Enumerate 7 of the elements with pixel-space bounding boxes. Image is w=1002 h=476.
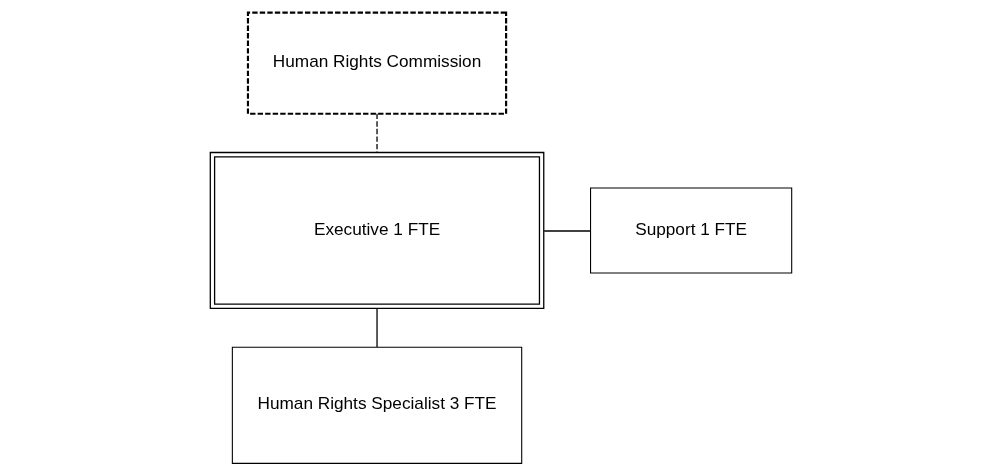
connector bbox=[543, 230, 591, 232]
connector bbox=[376, 308, 378, 348]
node-box: Executive 1 FTE bbox=[209, 151, 545, 310]
connector bbox=[376, 113, 378, 153]
node-box: Support 1 FTE bbox=[590, 187, 793, 274]
node-box: Human Rights Specialist 3 FTE bbox=[231, 346, 523, 464]
node-box: Human Rights Commission bbox=[246, 11, 508, 115]
